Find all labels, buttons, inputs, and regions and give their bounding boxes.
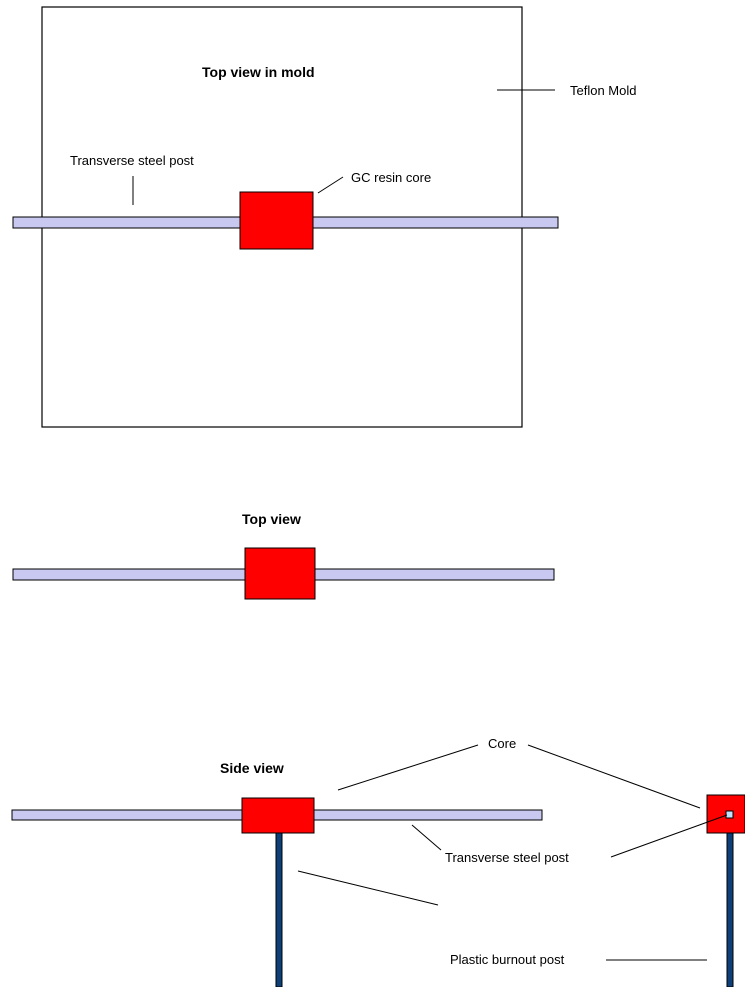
side-steel-post-label: Transverse steel post [445,850,569,865]
gc-resin-core [239,191,314,250]
transverse-steel-post-label: Transverse steel post [70,153,194,168]
end-view-steel-post-section [725,810,734,819]
top-view-section: Top view [12,511,555,600]
top-view-title: Top view [242,511,301,527]
end-view-burnout-post [726,829,734,987]
top-view-in-mold-section: Top view in mold Teflon Mold Transverse … [12,6,636,428]
top-view-resin-core [244,547,316,600]
side-view-resin-core [241,797,315,834]
gc-resin-core-leader [317,176,344,194]
side-view-burnout-post [275,831,283,987]
core-leader-left [337,744,479,791]
burnout-post-label: Plastic burnout post [450,952,565,967]
gc-resin-core-label: GC resin core [351,170,431,185]
side-steel-post-leader-left [411,824,442,851]
side-view-title: Side view [220,760,284,776]
core-leader-right [527,744,701,809]
core-label: Core [488,736,516,751]
teflon-mold-label: Teflon Mold [570,83,636,98]
side-steel-post-leader-right [610,814,728,858]
side-view-section: Side view Core Transverse steel post Pla… [11,736,745,987]
burnout-post-leader-left [297,870,439,906]
top-view-in-mold-title: Top view in mold [202,64,315,80]
